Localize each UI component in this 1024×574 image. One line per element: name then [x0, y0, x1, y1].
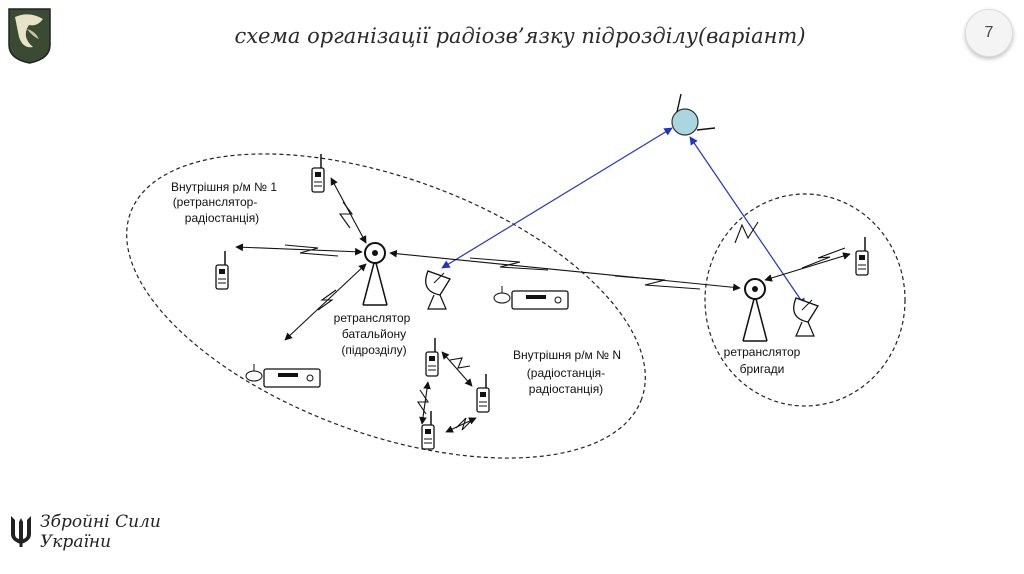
link-netn-ac [419, 381, 431, 425]
link-relay-left [235, 243, 363, 256]
slide-title: схема організації радіозв’язку підрозділ… [234, 24, 806, 48]
footer-line1: Збройні Сили [40, 512, 161, 532]
footer-brand: Збройні Сили України [8, 512, 161, 552]
vehicle-radio-left-icon [245, 363, 321, 388]
zigzag-net1 [338, 201, 354, 229]
battalion-relay-mast-icon [362, 242, 388, 306]
label-battalion-relay-line1: ретранслятор [334, 311, 411, 325]
zigzag-relay-center [284, 244, 339, 257]
label-internal-net1-line1: Внутрішня р/м № 1 [171, 180, 277, 194]
satellite-link-brigade [689, 136, 806, 307]
link-brigade-handheld [764, 252, 851, 282]
link-relay-net1 [330, 177, 367, 244]
zigzag-brigade-sat [734, 221, 759, 244]
page-number: 7 [984, 24, 994, 41]
brigade-dish-icon [793, 297, 819, 337]
label-internal-net1-line3: радіостанція) [185, 211, 259, 225]
footer-line2: України [40, 532, 112, 552]
satellite-icon [671, 93, 716, 136]
label-internal-net1-line2: (ретранслятор- [173, 195, 258, 209]
label-internal-netn-line2: (радіостанція- [527, 366, 605, 380]
page-number-badge: 7 [965, 9, 1013, 57]
zigzag-brigade [801, 247, 846, 269]
brigade-relay-mast-icon [742, 278, 768, 342]
zigzag-mid-2 [614, 275, 701, 290]
emblem-logo [8, 8, 51, 64]
zigzag-mid-1 [469, 257, 549, 271]
trident-icon [11, 516, 31, 547]
label-battalion-relay-line3: (підрозділу) [341, 343, 406, 357]
label-brigade-relay-line1: ретранслятор [724, 345, 801, 359]
battalion-zone [126, 153, 646, 459]
zigzag-left [317, 289, 337, 311]
radio-brigade-handheld-icon [855, 236, 869, 276]
radio-netn-b-icon [476, 373, 490, 413]
radio-netn-c-icon [421, 410, 435, 450]
battalion-dish-icon [425, 270, 451, 310]
radio-left-handheld-icon [215, 250, 229, 290]
radio-net1-handheld-icon [311, 153, 325, 193]
radio-netn-a-icon [425, 337, 439, 377]
brigade-zone [704, 193, 906, 407]
link-netn-ab [441, 351, 473, 387]
label-battalion-relay-line2: батальйону [342, 327, 406, 341]
label-internal-netn-line1: Внутрішня р/м № N [513, 348, 621, 362]
zigzag-netn-ac [416, 389, 430, 415]
vehicle-radio-center-icon [493, 285, 569, 310]
satellite-link-battalion [441, 127, 673, 269]
link-battalion-brigade [389, 249, 741, 292]
label-brigade-relay-line2: бригади [740, 362, 785, 376]
zigzag-netn-ab [449, 357, 471, 369]
zigzag-netn-bc [455, 417, 473, 431]
label-internal-netn-line3: радіостанція) [529, 382, 603, 396]
link-relay-vehicle-left [284, 263, 367, 341]
